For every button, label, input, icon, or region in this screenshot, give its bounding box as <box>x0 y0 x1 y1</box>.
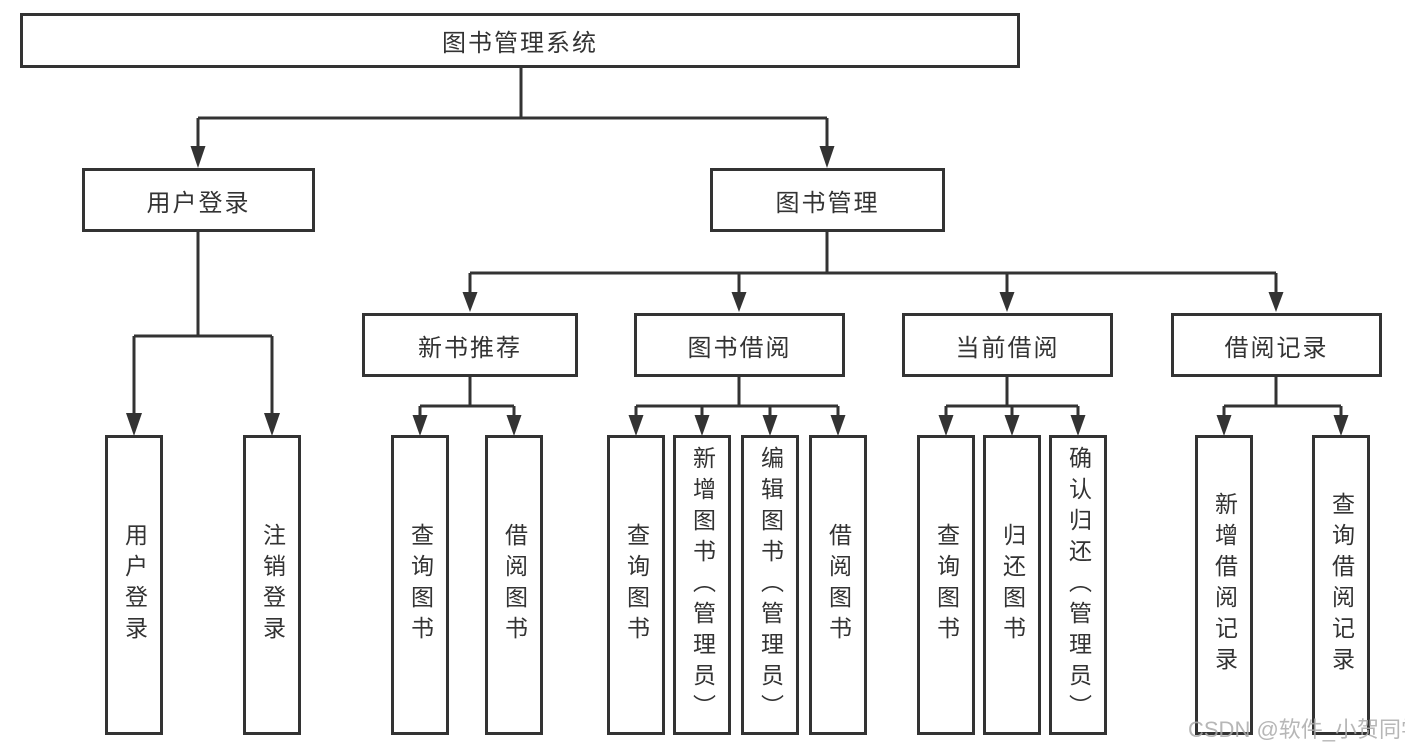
leaf-logout: 注销登录 <box>243 435 301 735</box>
node-label: 当前借阅 <box>955 334 1060 362</box>
node-label: 新增借阅记录 <box>1211 492 1238 678</box>
node-new-book-recommend: 新书推荐 <box>362 313 578 377</box>
node-label: 编辑图书（管理员） <box>757 445 784 725</box>
node-label: 查询借阅记录 <box>1328 492 1355 678</box>
leaf-bb-query-books: 查询图书 <box>607 435 665 735</box>
leaf-nb-borrow-books: 借阅图书 <box>485 435 543 735</box>
leaf-cb-return-books: 归还图书 <box>983 435 1041 735</box>
leaf-bb-borrow-books: 借阅图书 <box>809 435 867 735</box>
node-label: 借阅图书 <box>825 523 852 647</box>
leaf-user-login: 用户登录 <box>105 435 163 735</box>
node-label: 新书推荐 <box>418 334 522 362</box>
leaf-br-add-record: 新增借阅记录 <box>1195 435 1253 735</box>
leaf-bb-add-books-admin: 新增图书（管理员） <box>673 435 731 735</box>
node-label: 确认归还（管理员） <box>1065 445 1092 725</box>
node-label: 查询图书 <box>623 523 650 647</box>
node-borrow-records: 借阅记录 <box>1171 313 1382 377</box>
node-label: 借阅图书 <box>501 523 528 647</box>
node-book-borrowing: 图书借阅 <box>634 313 845 377</box>
node-label: 用户登录 <box>146 189 251 217</box>
node-label: 图书借阅 <box>687 334 792 362</box>
node-label: 借阅记录 <box>1224 334 1329 362</box>
leaf-nb-query-books: 查询图书 <box>391 435 449 735</box>
node-root: 图书管理系统 <box>20 13 1020 68</box>
leaf-br-query-record: 查询借阅记录 <box>1312 435 1370 735</box>
node-label: 图书管理系统 <box>442 30 598 57</box>
node-label: 查询图书 <box>407 523 434 647</box>
leaf-cb-confirm-return-admin: 确认归还（管理员） <box>1049 435 1107 735</box>
leaf-bb-edit-books-admin: 编辑图书（管理员） <box>741 435 799 735</box>
node-user-login: 用户登录 <box>82 168 315 232</box>
node-label: 注销登录 <box>259 523 286 647</box>
node-book-management: 图书管理 <box>710 168 945 232</box>
node-current-borrowing: 当前借阅 <box>902 313 1113 377</box>
node-label: 查询图书 <box>933 523 960 647</box>
leaf-cb-query-books: 查询图书 <box>917 435 975 735</box>
node-label: 用户登录 <box>121 523 148 647</box>
csdn-watermark: CSDN @软件_小贺同学 <box>1188 717 1405 742</box>
node-label: 图书管理 <box>775 189 880 217</box>
node-label: 新增图书（管理员） <box>689 445 716 725</box>
node-label: 归还图书 <box>999 523 1026 647</box>
